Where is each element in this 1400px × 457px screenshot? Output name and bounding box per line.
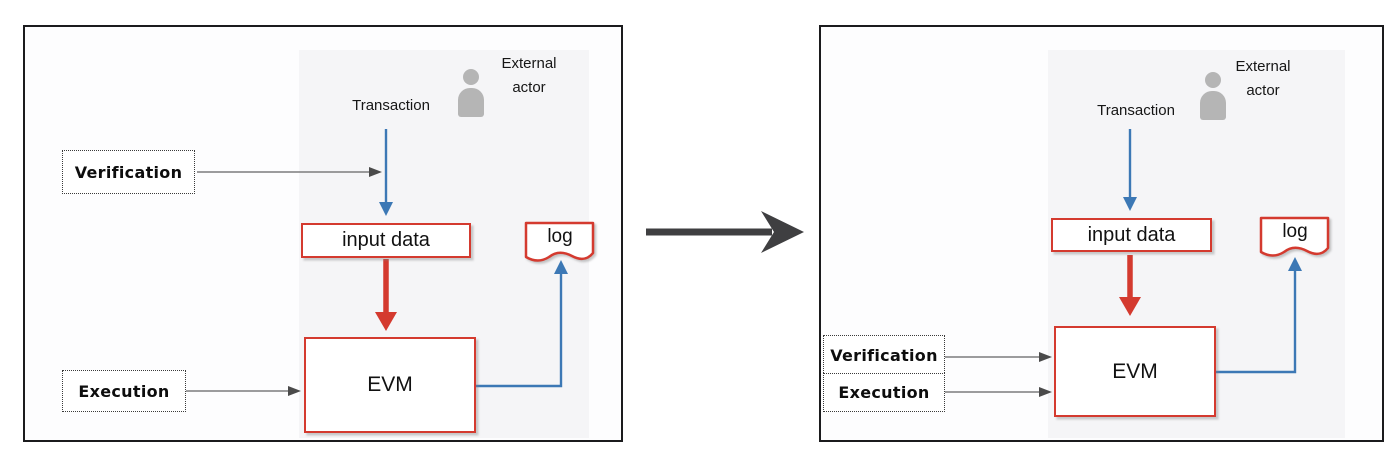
execution-label: Execution (838, 383, 930, 402)
verification-arrow (945, 352, 1052, 362)
external-actor-line1: External (1235, 58, 1291, 75)
execution-box: Execution (62, 370, 186, 412)
verification-label: Verification (74, 162, 183, 182)
evm-label: EVM (1112, 359, 1158, 383)
external-actor-line1: External (501, 55, 557, 72)
verification-box: Verification (823, 335, 945, 375)
actor-head (463, 69, 479, 85)
input-data-label: input data (1087, 223, 1176, 246)
external-actor-icon (1200, 72, 1226, 120)
execution-box: Execution (823, 373, 945, 412)
log-document-icon (524, 221, 595, 262)
execution-arrow (945, 387, 1052, 397)
external-actor-line2: actor (1246, 82, 1280, 99)
actor-torso (458, 88, 484, 117)
diagram-panel-left: Verification Execution Transaction Exter… (23, 25, 623, 442)
evm-label: EVM (367, 373, 413, 396)
input-data-box: input data (301, 223, 471, 258)
transaction-label: Transaction (1097, 102, 1175, 119)
external-actor-line2: actor (512, 79, 546, 96)
log-label: log (547, 226, 573, 247)
transition-arrow (646, 211, 804, 253)
diagram-panel-right: Verification Execution Transaction Exter… (819, 25, 1384, 442)
external-actor-label: External actor (477, 52, 581, 100)
actor-torso (1200, 91, 1226, 120)
evm-box: EVM (304, 337, 476, 433)
verification-box: Verification (62, 150, 195, 194)
external-actor-icon (458, 69, 484, 117)
actor-head (1205, 72, 1221, 88)
transaction-label: Transaction (352, 97, 430, 114)
verification-label: Verification (830, 345, 938, 365)
input-data-label: input data (342, 229, 430, 251)
execution-label: Execution (78, 381, 170, 401)
execution-arrow (185, 386, 301, 396)
input-data-box: input data (1051, 218, 1212, 252)
log-label: log (1282, 221, 1308, 242)
log-shape: log (1258, 215, 1332, 263)
log-shape: log (523, 220, 597, 268)
external-actor-label: External actor (1211, 55, 1315, 103)
log-document-icon (1259, 216, 1330, 257)
evm-box: EVM (1054, 326, 1216, 417)
